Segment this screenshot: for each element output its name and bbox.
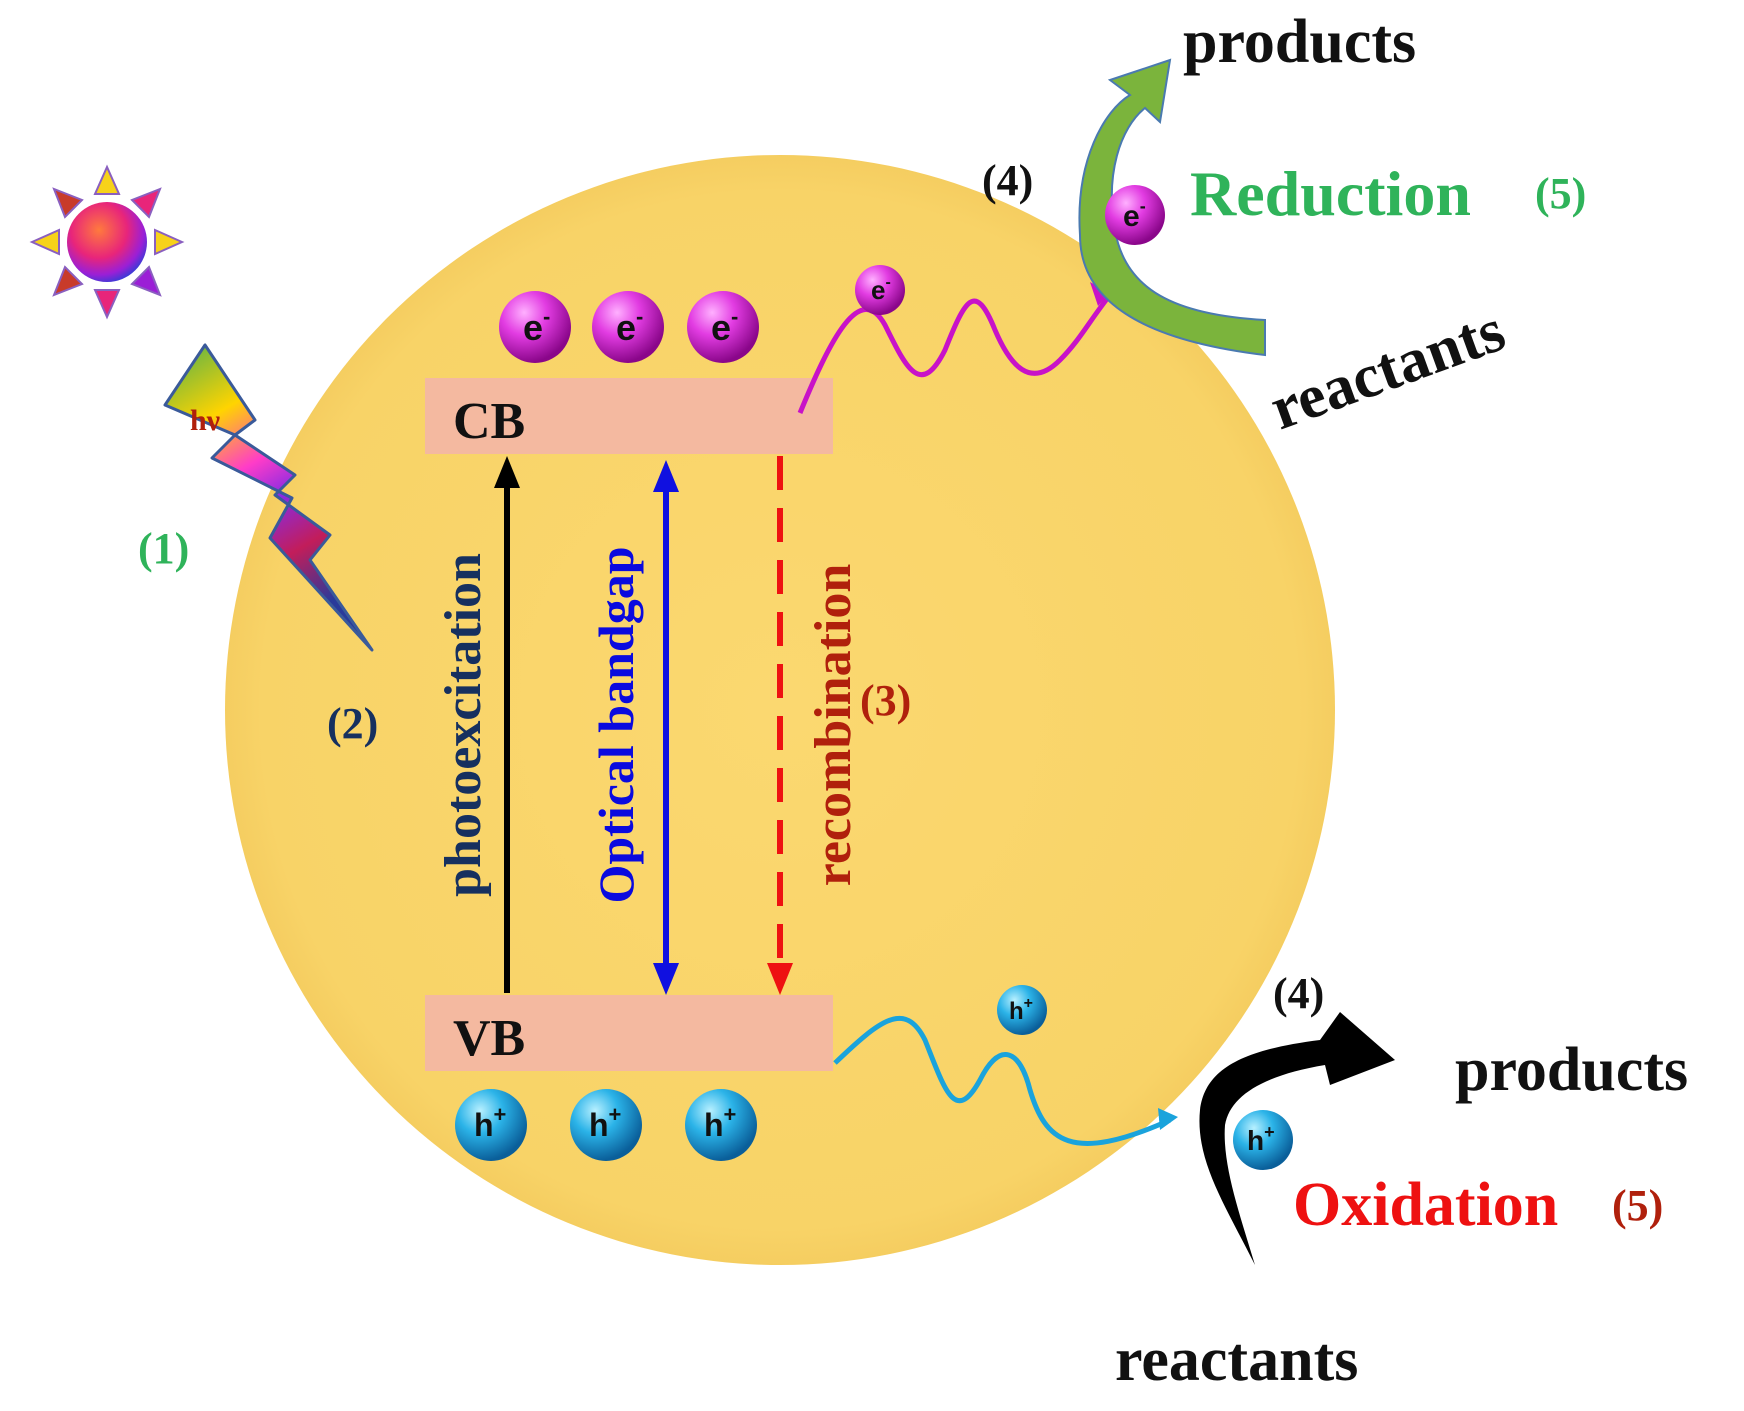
svg-text:h+: h+ [474,1102,506,1143]
hole-migration-arrow [833,1016,1178,1146]
vb-label: VB [453,1010,525,1067]
electron: e- [1105,185,1165,245]
oxidation-label: Oxidation [1293,1171,1558,1239]
electron: e- [592,291,664,363]
step-4-bottom-label: (4) [1273,969,1324,1018]
svg-text:e-: e- [1123,196,1146,233]
electron: e- [687,291,759,363]
recombination-arrow [767,456,793,995]
reactants-bottom-label: reactants [1115,1326,1358,1394]
svg-text:h+: h+ [589,1102,621,1143]
step-5-bottom-label: (5) [1612,1181,1663,1230]
hole: h+ [1233,1110,1293,1170]
svg-text:e-: e- [616,304,643,348]
svg-text:e-: e- [711,304,738,348]
photoexcitation-arrow [494,456,520,993]
svg-text:h+: h+ [1247,1122,1275,1156]
electron: e- [855,265,905,315]
svg-text:e-: e- [871,274,891,305]
hole: h+ [997,985,1047,1035]
svg-text:h+: h+ [704,1102,736,1143]
cb-label: CB [453,393,525,450]
conduction-band [425,378,833,454]
sun-icon [29,164,185,320]
step-5-top-label: (5) [1535,169,1586,218]
optical-bandgap-label: Optical bandgap [588,546,644,903]
hole: h+ [570,1089,642,1161]
hole: h+ [455,1089,527,1161]
valence-band [425,995,833,1071]
reduction-label: Reduction [1190,158,1471,229]
reduction-curved-arrow [1078,58,1266,357]
step-2-label: (2) [327,699,378,748]
hv-label: hν [190,404,221,437]
lightning-bolt-icon [163,343,374,652]
photoexcitation-label: photoexcitation [435,553,492,897]
hole: h+ [685,1089,757,1161]
oxidation-curved-arrow [1199,1012,1395,1265]
svg-text:h+: h+ [1009,995,1033,1025]
products-top-label: products [1183,8,1416,76]
step-1-label: (1) [138,524,189,573]
step-3-label: (3) [860,676,911,725]
electron-migration-arrow [797,282,1112,414]
step-4-top-label: (4) [982,156,1033,205]
optical-bandgap-arrow [653,460,679,995]
reactants-top-label: reactants [1262,296,1514,443]
svg-text:e-: e- [523,304,550,348]
recombination-label: recombination [805,564,862,887]
products-bottom-label: products [1455,1036,1688,1104]
electron: e- [499,291,571,363]
